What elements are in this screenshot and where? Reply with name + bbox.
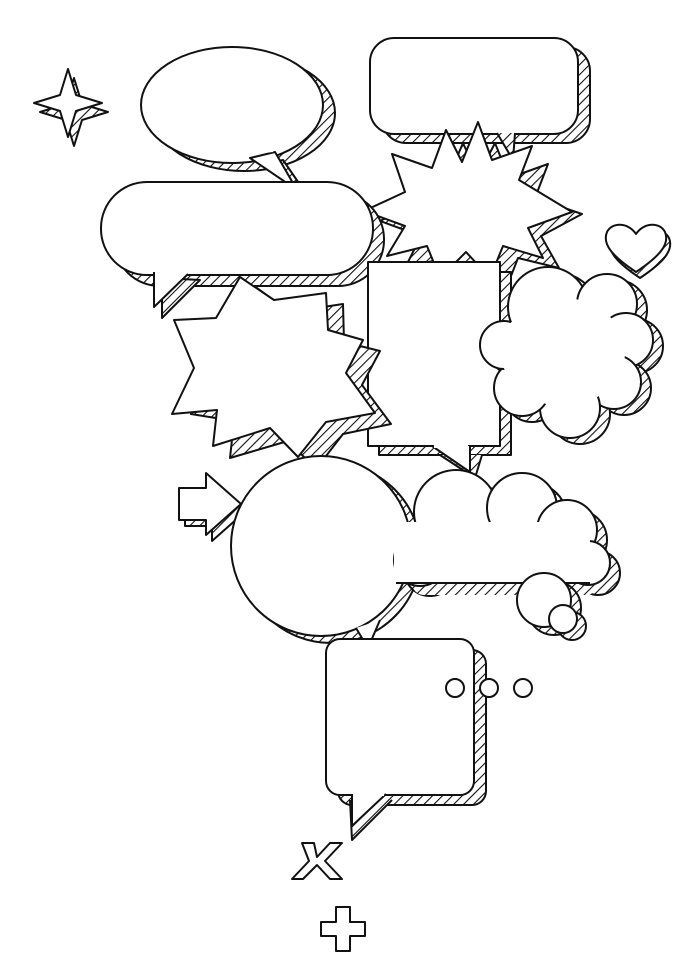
plus-icon xyxy=(320,906,366,952)
heart-icon xyxy=(604,223,672,279)
spiky-starburst-bubble xyxy=(171,276,392,470)
circle-speech-bubble xyxy=(230,455,422,649)
rounded-rect-speech-bubble-top xyxy=(369,37,591,161)
tall-rect-speech-bubble xyxy=(367,261,512,479)
cloud-thought-bubble-center xyxy=(393,469,621,641)
cloud-thought-bubble-right xyxy=(479,266,664,445)
square-speech-bubble-bottom xyxy=(325,638,487,841)
arrow-right-icon xyxy=(178,472,248,542)
oval-speech-bubble xyxy=(140,46,336,193)
cross-x-icon xyxy=(291,842,343,880)
ellipsis-dots xyxy=(445,678,533,698)
sparkle-star-icon xyxy=(33,68,109,147)
pill-speech-bubble xyxy=(100,181,385,319)
